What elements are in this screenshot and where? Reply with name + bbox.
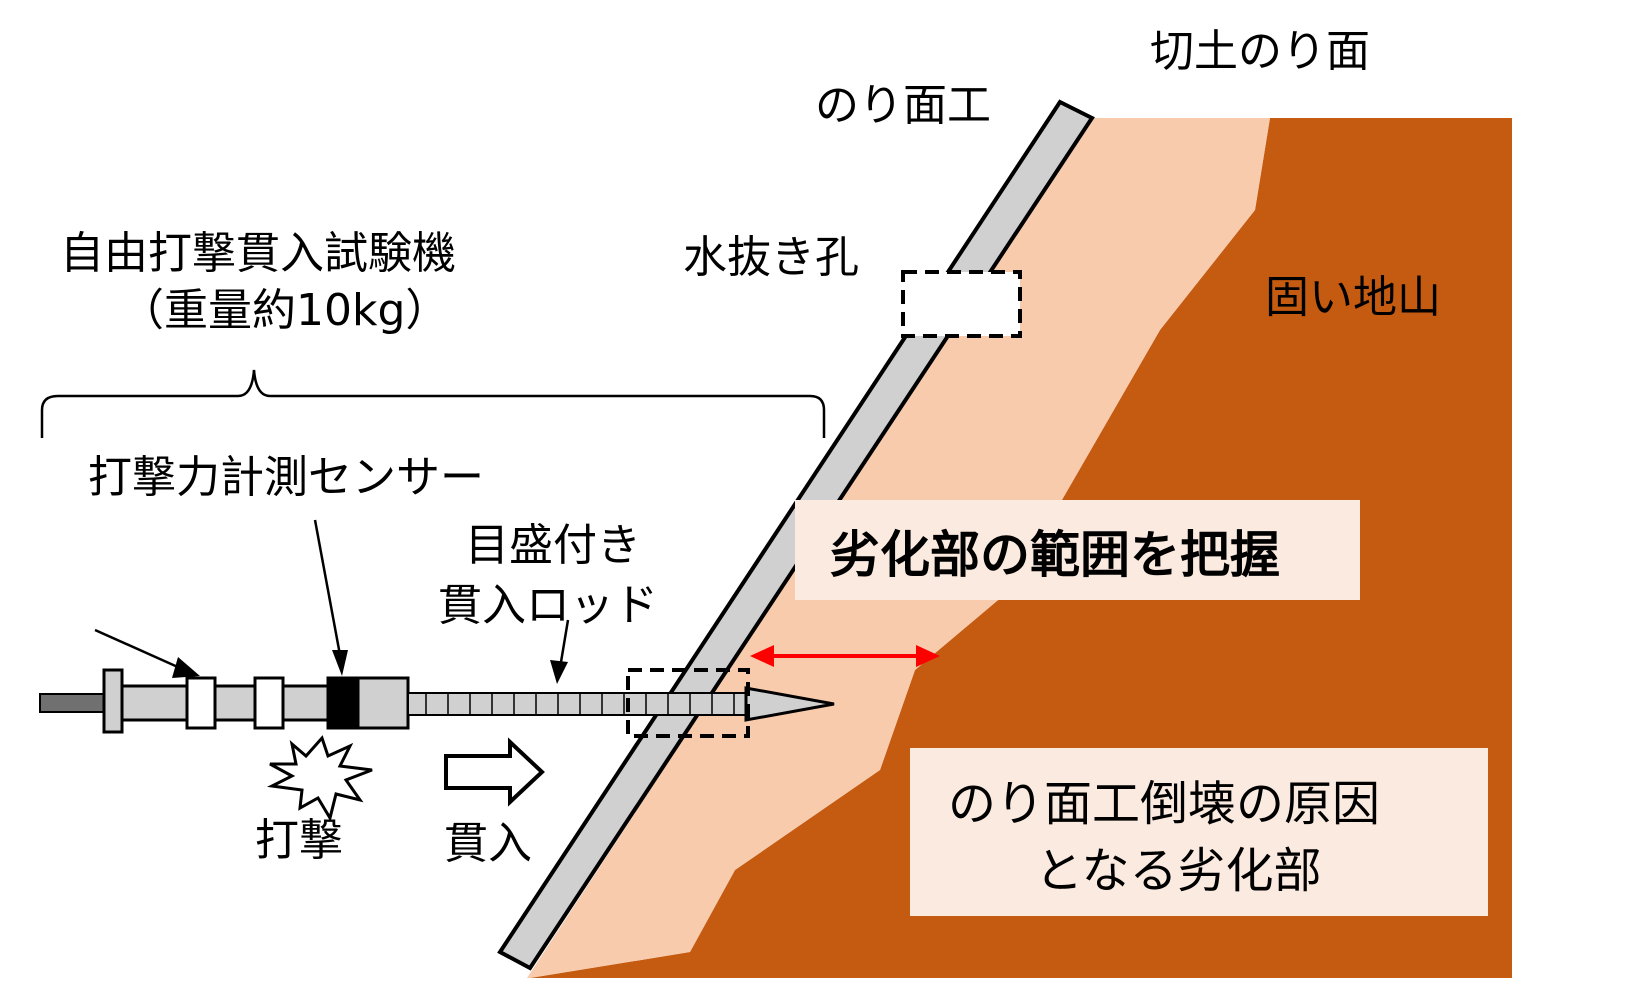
rod-leader-arrowhead (550, 660, 568, 684)
penetration-label: 貫入 (444, 818, 532, 869)
tester-guide-shaft (120, 684, 336, 722)
penetration-tester (39, 668, 835, 738)
tester-hammer-weight-2 (253, 676, 285, 730)
rod-graduation-ticks (425, 693, 735, 715)
hard-ground-label: 固い地山 (1265, 272, 1441, 323)
force-sensor-label: 打撃力計測センサー (88, 452, 484, 503)
hammer-leader-line (94, 628, 181, 670)
impact-burst-icon (266, 735, 373, 822)
tester-name-line1: 自由打撃貫入試験機 (60, 228, 456, 279)
tester-anvil-block (356, 676, 410, 730)
tester-rear-rod (39, 693, 111, 713)
rod-label-line1: 目盛付き (465, 520, 641, 571)
hammer-leader-arrowhead (172, 657, 200, 678)
graduated-rod (407, 692, 749, 716)
impact-label: 打撃 (255, 815, 343, 866)
tester-brace (40, 369, 826, 438)
degraded-range-arrowhead-left (750, 645, 774, 667)
sensor-leader-line (313, 519, 342, 656)
degraded-range-arrowhead-right (916, 645, 940, 667)
cause-label-line1: のり面工倒壊の原因 (948, 776, 1380, 832)
sensor-leader-arrowhead (332, 650, 348, 676)
cut-slope-label: 切土のり面 (1150, 26, 1370, 77)
tester-hammer-weight-1 (185, 676, 217, 730)
weep-hole-box (901, 270, 1022, 338)
tester-end-cap (102, 668, 124, 734)
rod-embedded-dashed-box (626, 668, 750, 738)
rod-leader-line (558, 619, 570, 669)
weep-hole-label: 水抜き孔 (683, 232, 859, 283)
tester-weight-line2: （重量約10kg） (120, 285, 449, 336)
grasp-range-label: 劣化部の範囲を把握 (830, 526, 1280, 584)
cause-label-line2: となる劣化部 (1035, 843, 1322, 899)
rod-label-line2: 貫入ロッド (438, 580, 658, 631)
grasp-range-box (795, 500, 1360, 600)
penetration-arrow-icon (444, 737, 545, 807)
cause-box (910, 748, 1488, 916)
slope-work-label: のり面工 (815, 80, 991, 131)
force-sensor-block (326, 676, 360, 730)
